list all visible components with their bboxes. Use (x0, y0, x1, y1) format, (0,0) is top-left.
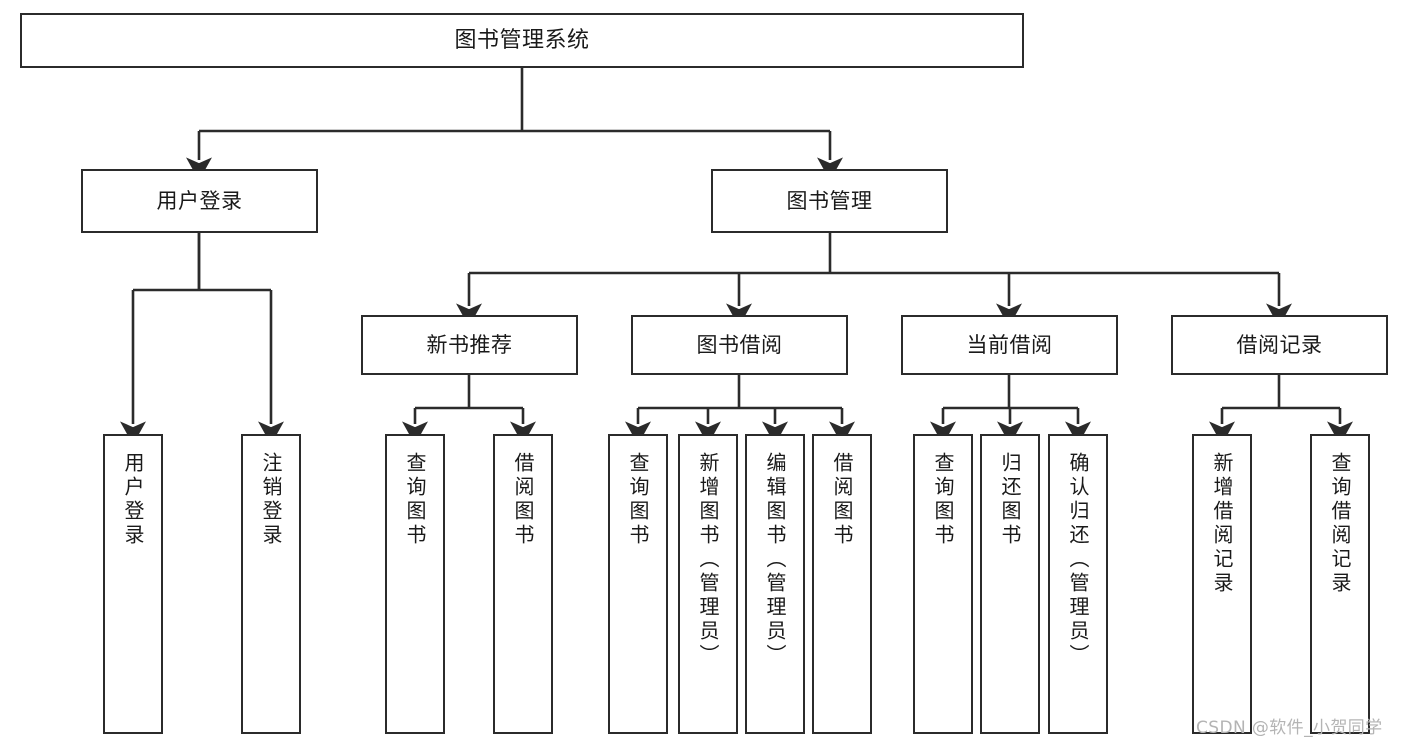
leaf-current-borrow-confirm-return-admin[interactable]: 确认归还（管理员） (1048, 434, 1108, 734)
node-label: 借阅图书 (511, 452, 535, 548)
node-label: 查询借阅记录 (1328, 452, 1352, 596)
leaf-borrow-record-add-record[interactable]: 新增借阅记录 (1192, 434, 1252, 734)
node-label: 确认归还（管理员） (1066, 452, 1090, 668)
leaf-book-borrow-query-book[interactable]: 查询图书 (608, 434, 668, 734)
node-user-login[interactable]: 用户登录 (81, 169, 318, 233)
node-book-borrow[interactable]: 图书借阅 (631, 315, 848, 375)
node-label: 借阅图书 (830, 452, 854, 548)
node-label: 用户登录 (121, 452, 145, 548)
node-current-borrow[interactable]: 当前借阅 (901, 315, 1118, 375)
csdn-watermark: CSDN @软件_小贺同学 (1196, 718, 1383, 738)
leaf-book-borrow-borrow-book[interactable]: 借阅图书 (812, 434, 872, 734)
node-label: 图书管理系统 (454, 27, 590, 53)
node-borrow-record[interactable]: 借阅记录 (1171, 315, 1388, 375)
node-new-book-recommend[interactable]: 新书推荐 (361, 315, 578, 375)
leaf-new-book-query-book[interactable]: 查询图书 (385, 434, 445, 734)
node-book-management[interactable]: 图书管理 (711, 169, 948, 233)
node-label: 图书管理 (786, 188, 873, 213)
node-label: 归还图书 (998, 452, 1022, 548)
node-label: 新书推荐 (426, 332, 513, 357)
leaf-new-book-borrow-book[interactable]: 借阅图书 (493, 434, 553, 734)
node-label: 当前借阅 (966, 332, 1053, 357)
leaf-borrow-record-query-record[interactable]: 查询借阅记录 (1310, 434, 1370, 734)
leaf-user-login-logout[interactable]: 注销登录 (241, 434, 301, 734)
node-label: 注销登录 (259, 452, 283, 548)
node-label: 查询图书 (403, 452, 427, 548)
leaf-book-borrow-edit-book-admin[interactable]: 编辑图书（管理员） (745, 434, 805, 734)
node-label: 用户登录 (156, 188, 243, 213)
node-label: 查询图书 (931, 452, 955, 548)
node-label: 图书借阅 (696, 332, 783, 357)
leaf-current-borrow-query-book[interactable]: 查询图书 (913, 434, 973, 734)
node-label: 编辑图书（管理员） (763, 452, 787, 668)
leaf-user-login-login[interactable]: 用户登录 (103, 434, 163, 734)
node-label: 新增图书（管理员） (696, 452, 720, 668)
leaf-book-borrow-add-book-admin[interactable]: 新增图书（管理员） (678, 434, 738, 734)
node-label: 新增借阅记录 (1210, 452, 1234, 596)
node-root-book-management-system[interactable]: 图书管理系统 (20, 13, 1024, 68)
leaf-current-borrow-return-book[interactable]: 归还图书 (980, 434, 1040, 734)
node-label: 查询图书 (626, 452, 650, 548)
node-label: 借阅记录 (1236, 332, 1323, 357)
